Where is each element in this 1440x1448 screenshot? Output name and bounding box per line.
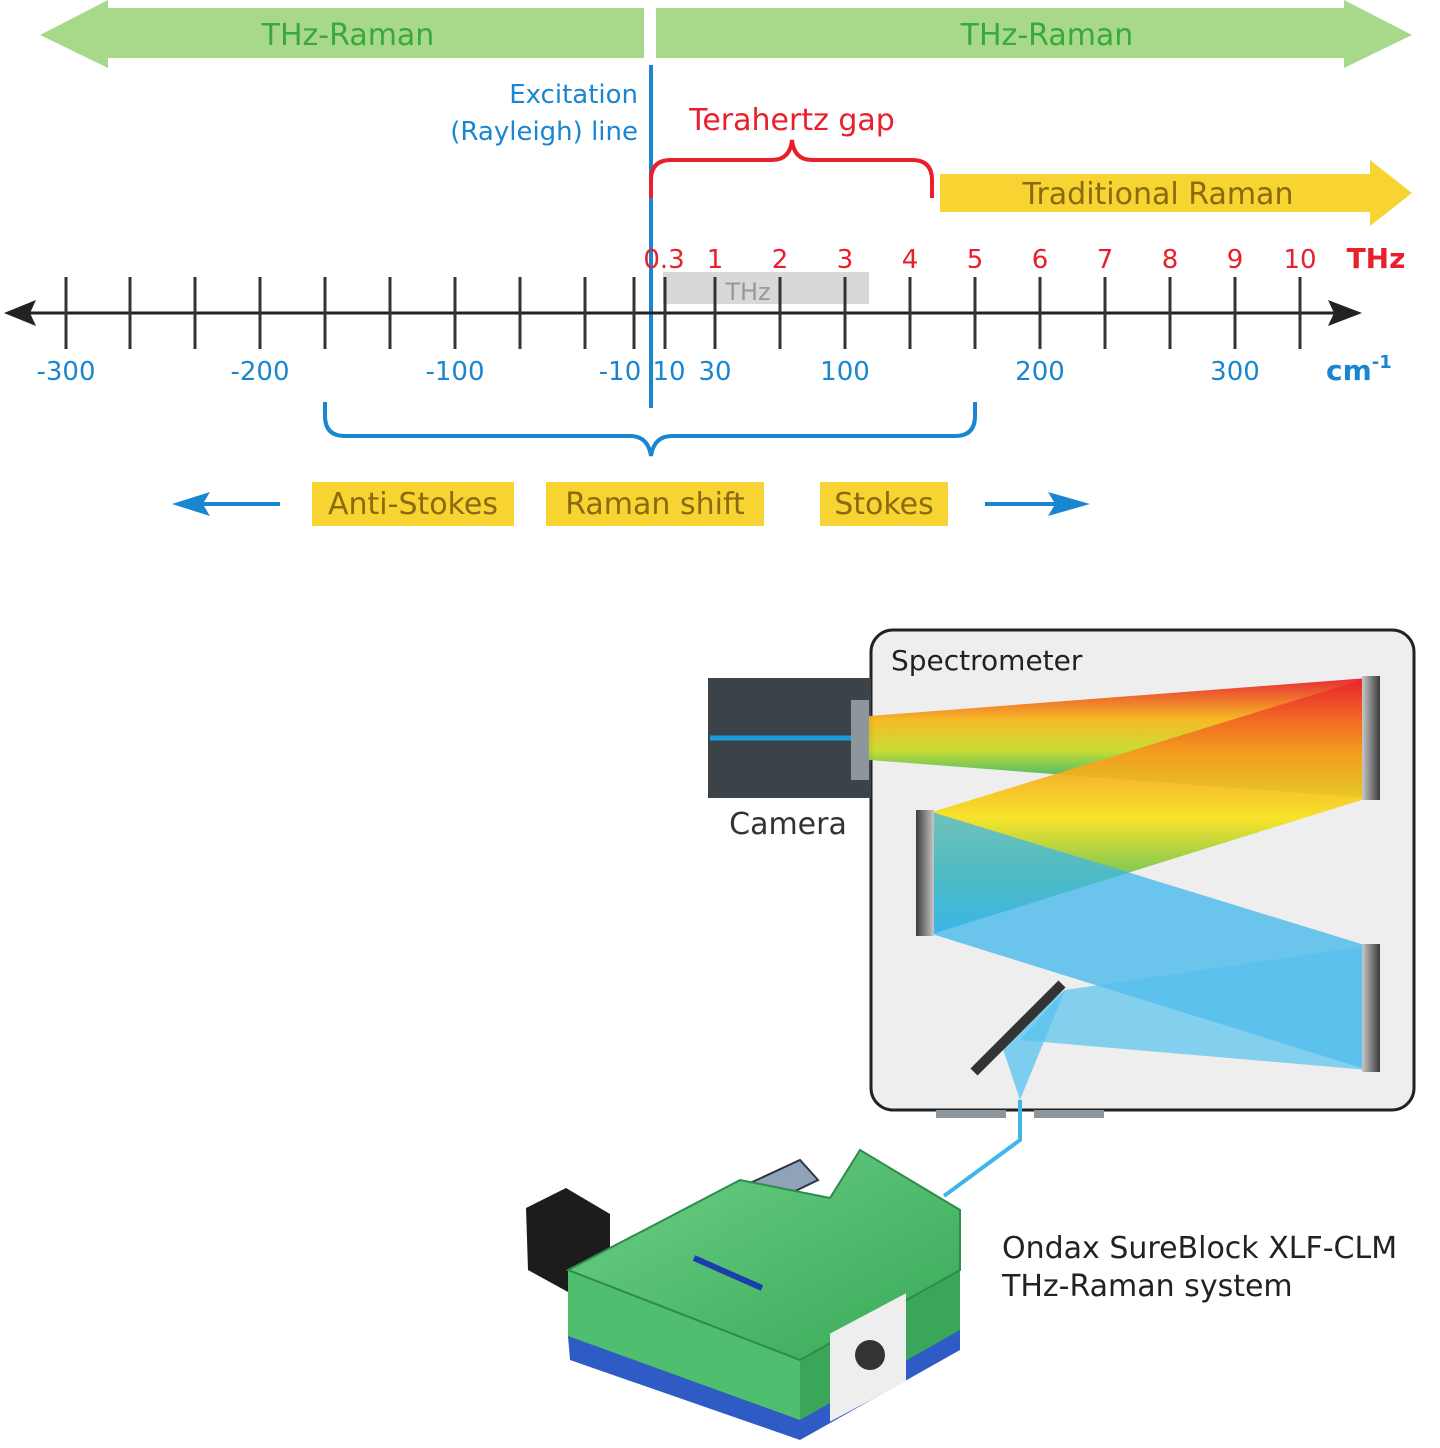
- fold-mirror: [970, 980, 1066, 1076]
- cm-tick-label: 100: [820, 357, 870, 387]
- thz-tick-label: 10: [1283, 245, 1316, 275]
- thz-raman-left-arrow: [40, 0, 644, 68]
- input-beam-to-collimator: [1020, 946, 1368, 1070]
- thz-tick-label: 3: [837, 245, 854, 275]
- traditional-raman-arrow: [940, 160, 1412, 226]
- laser-side-face: [568, 1270, 800, 1420]
- thz-tick-label: 0.3: [643, 245, 684, 275]
- spectrometer-foot-right: [1034, 1110, 1104, 1118]
- thz-tick-label: 7: [1097, 245, 1114, 275]
- mirror-top-right: [1362, 676, 1380, 800]
- terahertz-gap-label: Terahertz gap: [688, 103, 895, 138]
- laser-top-face: [565, 1148, 961, 1362]
- laser-emission-slot: [692, 1255, 764, 1291]
- excitation-label-line2: (Rayleigh) line: [450, 117, 638, 147]
- raman-shift-brace: [323, 402, 977, 457]
- anti-stokes-arrow: [172, 492, 280, 516]
- thz-tick-label: 9: [1227, 245, 1244, 275]
- thz-raman-left-label: THz-Raman: [261, 18, 435, 53]
- cm-unit-exponent: -1: [1372, 352, 1392, 373]
- optical-fiber: [942, 1100, 1022, 1198]
- thz-tick-label: 8: [1162, 245, 1179, 275]
- camera-label: Camera: [729, 807, 847, 842]
- thz-tick-label: 2: [772, 245, 789, 275]
- axis-ticks: [64, 277, 1302, 349]
- cm-tick-label: -10: [599, 357, 641, 387]
- thz-tick-label: 6: [1032, 245, 1049, 275]
- thz-unit-label: THz: [1347, 242, 1406, 275]
- cm-tick-label: -300: [36, 357, 95, 387]
- cm-tick-label: 10: [652, 357, 685, 387]
- cm-tick-label: 200: [1015, 357, 1065, 387]
- thz-tick-labels: 0.3 1 2 3 4 5 6 7 8 9 10: [643, 245, 1316, 275]
- stokes-box: [820, 482, 948, 526]
- camera-sensor: [851, 700, 869, 780]
- axis-left-arrowhead: [4, 300, 36, 326]
- laser-system-label-line2: THz-Raman system: [1001, 1269, 1293, 1304]
- laser-knob[interactable]: [855, 1340, 885, 1370]
- thz-band: [663, 272, 869, 304]
- mirror-bottom-right: [1362, 944, 1380, 1072]
- thz-raman-right-label: THz-Raman: [960, 18, 1134, 53]
- cm-tick-label: 300: [1210, 357, 1260, 387]
- cm-tick-label: 30: [698, 357, 731, 387]
- axis-right-arrowhead: [1328, 300, 1362, 326]
- anti-stokes-box: [312, 482, 514, 526]
- input-beam-cone: [1000, 990, 1065, 1100]
- laser-module: [526, 1148, 961, 1440]
- spectrometer-label: Spectrometer: [891, 644, 1083, 677]
- mirror-grating: [916, 810, 934, 936]
- terahertz-gap-brace: [649, 139, 934, 198]
- excitation-label-line1: Excitation: [509, 80, 638, 110]
- traditional-raman-label: Traditional Raman: [1022, 177, 1294, 212]
- anti-stokes-label: Anti-Stokes: [328, 487, 498, 522]
- thz-tick-label: 5: [967, 245, 984, 275]
- laser-system-label-line1: Ondax SureBlock XLF-CLM: [1002, 1231, 1397, 1266]
- thz-band-label: THz: [724, 278, 770, 306]
- thz-tick-label: 1: [707, 245, 724, 275]
- raman-shift-box: [546, 482, 764, 526]
- stokes-arrow: [985, 492, 1090, 516]
- stokes-label: Stokes: [834, 487, 934, 522]
- cm-unit-base: cm: [1326, 354, 1372, 387]
- thz-tick-label: 4: [902, 245, 919, 275]
- cm-tick-label: -100: [425, 357, 484, 387]
- thz-raman-right-arrow: [656, 0, 1412, 68]
- raman-shift-label: Raman shift: [565, 487, 745, 522]
- cm-tick-label: -200: [230, 357, 289, 387]
- cm-unit-label: cm-1: [1326, 352, 1392, 387]
- cm-tick-labels: -300 -200 -100 -10 10 30 100 200 300: [36, 357, 1259, 387]
- spectrometer-foot-left: [936, 1110, 1006, 1118]
